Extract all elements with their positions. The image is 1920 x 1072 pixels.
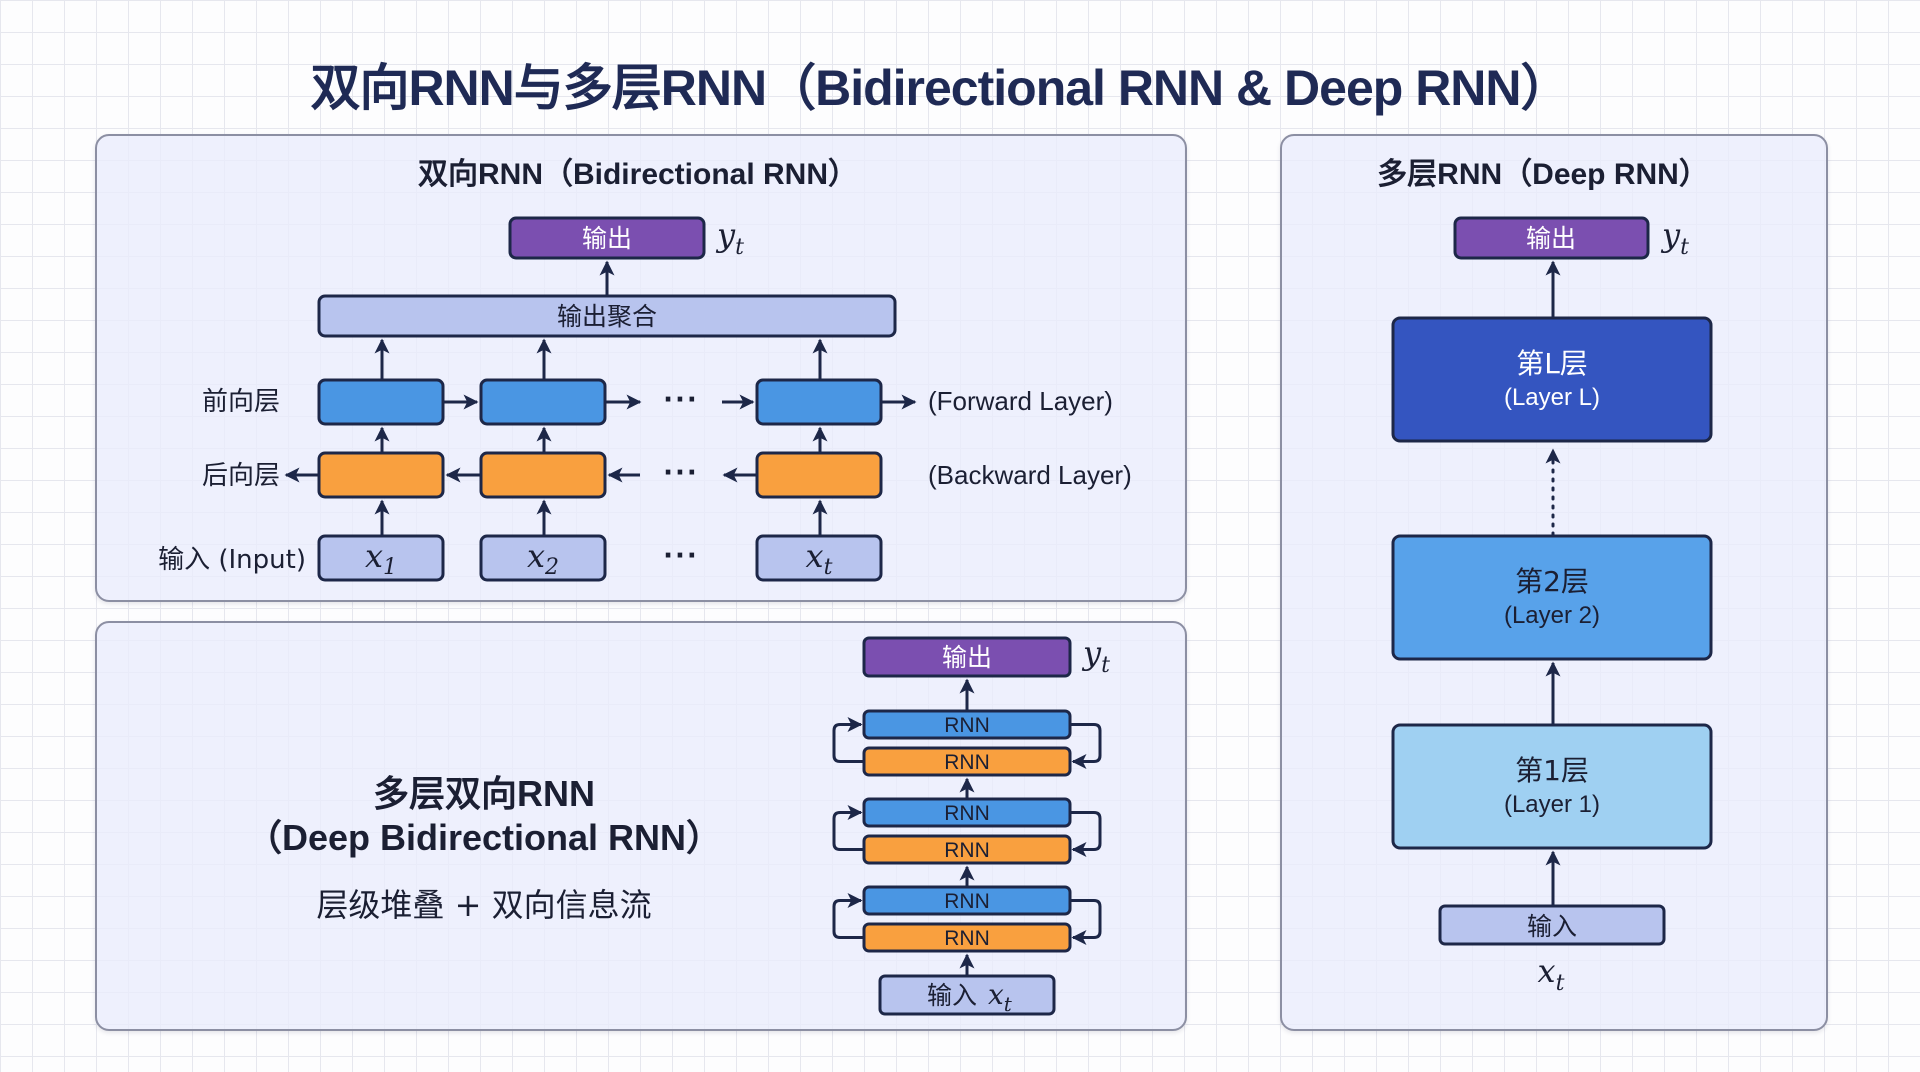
svg-text:(Layer L): (Layer L) — [1504, 384, 1600, 411]
forward-rnn-label: RNN — [944, 802, 990, 825]
forward-rnn-cell — [862, 797, 1072, 828]
layer-2-node: 第2层 (Layer 2) — [1391, 534, 1713, 661]
input-cell-1: x1 — [317, 534, 445, 582]
backward-rnn-label: RNN — [944, 927, 990, 950]
backward-rnn-cell — [862, 746, 1072, 777]
svg-text:输入: 输入 — [927, 981, 977, 1010]
backward-ellipsis: ··· — [663, 458, 699, 488]
bidirectional-title: 双向RNN（Bidirectional RNN） — [418, 157, 858, 191]
svg-text:(Layer 1): (Layer 1) — [1504, 791, 1600, 818]
backward-loop-arrow — [1070, 723, 1102, 769]
bidirectional-layer: RNN RNN — [832, 797, 1102, 865]
bidirectional-layer: RNN RNN — [832, 885, 1102, 953]
deep-rnn-output-label: 输出 — [1526, 224, 1576, 253]
deep-bi-output-label: 输出 — [942, 643, 992, 672]
backward-cell-2 — [479, 451, 607, 499]
backward-rnn-cell — [862, 834, 1072, 865]
layer-1-node: 第1层 (Layer 1) — [1391, 723, 1713, 850]
input-ellipsis: ··· — [663, 541, 699, 571]
deep-bi-stack: RNN RNN RNN RNN RNN RNN — [832, 678, 1102, 976]
forward-rnn-cell — [862, 885, 1072, 916]
svg-text:第2层: 第2层 — [1515, 565, 1589, 598]
backward-cell-1 — [317, 451, 445, 499]
deep-bi-output-symbol: yt — [1081, 634, 1110, 678]
page-title: 双向RNN与多层RNN（Bidirectional RNN & Deep RNN… — [310, 60, 1570, 116]
forward-cell-t — [755, 378, 883, 426]
forward-ellipsis: ··· — [663, 385, 699, 415]
forward-cell-1 — [317, 378, 445, 426]
deep-bi-output-node: 输出 — [862, 636, 1072, 678]
deep-rnn-output-symbol: yt — [1660, 216, 1689, 260]
backward-rnn-label: RNN — [944, 751, 990, 774]
deep-rnn-input-symbol: xt — [1538, 952, 1565, 996]
input-cell-t: xt — [755, 534, 883, 582]
deep-rnn-title: 多层RNN（Deep RNN） — [1377, 157, 1709, 191]
deep-bi-title-cn: 多层双向RNN — [373, 773, 595, 814]
bi-output-symbol: yt — [715, 216, 744, 260]
svg-text:xt: xt — [806, 537, 833, 580]
svg-text:xt: xt — [988, 978, 1013, 1016]
svg-text:第L层: 第L层 — [1516, 347, 1588, 380]
bidirectional-panel — [95, 134, 1187, 602]
input-cell-2: x2 — [479, 534, 607, 582]
forward-rnn-label: RNN — [944, 714, 990, 737]
forward-loop-arrow — [832, 893, 864, 939]
bi-output-node: 输出 — [508, 216, 706, 260]
forward-rnn-label: RNN — [944, 890, 990, 913]
backward-rnn-label: RNN — [944, 839, 990, 862]
input-row-label: 输入 (Input) — [158, 545, 306, 575]
backward-rnn-cell — [862, 922, 1072, 953]
deep-rnn-input-node: 输入 — [1438, 904, 1666, 946]
backward-layer-label: 后向层 — [202, 461, 280, 491]
bidirectional-layer: RNN RNN — [832, 709, 1102, 777]
bi-output-label: 输出 — [582, 224, 632, 253]
forward-cell-2 — [479, 378, 607, 426]
svg-text:x2: x2 — [527, 537, 559, 580]
forward-layer-label-en: (Forward Layer) — [928, 386, 1113, 416]
deep-bi-title-en: （Deep Bidirectional RNN） — [246, 817, 722, 858]
deep-rnn-output-node: 输出 — [1453, 216, 1650, 260]
forward-layer-label: 前向层 — [202, 387, 280, 417]
deep-bi-input-node: 输入 xt — [878, 974, 1056, 1016]
layer-L-node: 第L层 (Layer L) — [1391, 316, 1713, 443]
forward-rnn-cell — [862, 709, 1072, 740]
aggregate-node: 输出聚合 — [317, 294, 897, 338]
backward-loop-arrow — [1070, 899, 1102, 945]
deep-bi-subtitle: 层级堆叠 + 双向信息流 — [316, 886, 651, 924]
backward-cell-t — [755, 451, 883, 499]
svg-text:x1: x1 — [365, 537, 397, 580]
forward-loop-arrow — [832, 805, 864, 851]
forward-loop-arrow — [832, 717, 864, 763]
svg-text:(Layer 2): (Layer 2) — [1504, 602, 1600, 629]
backward-loop-arrow — [1070, 811, 1102, 857]
svg-text:输入: 输入 — [1527, 912, 1577, 941]
svg-text:第1层: 第1层 — [1515, 754, 1589, 787]
backward-layer-label-en: (Backward Layer) — [928, 460, 1132, 490]
aggregate-label: 输出聚合 — [557, 302, 657, 331]
